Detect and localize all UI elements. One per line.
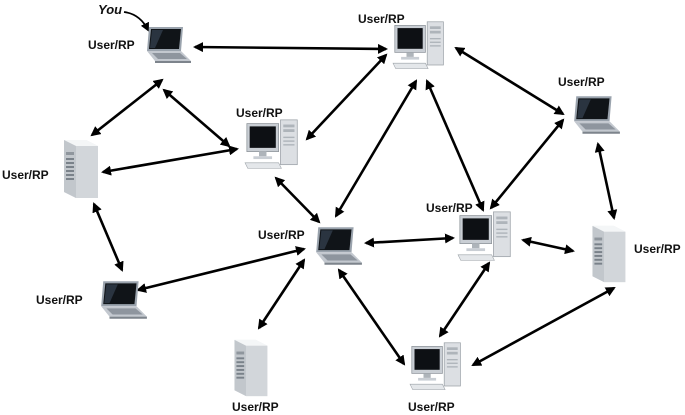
node-label: User/RP bbox=[36, 293, 83, 307]
link-n3-n8 bbox=[594, 142, 618, 220]
network-node-n10 bbox=[226, 338, 272, 398]
link-n2-n7 bbox=[425, 79, 485, 212]
link-n4-n9 bbox=[92, 202, 124, 272]
network-node-n3 bbox=[570, 94, 622, 136]
desktop-computer-icon bbox=[244, 119, 298, 169]
laptop-icon bbox=[316, 227, 362, 265]
node-label: User/RP bbox=[426, 201, 473, 215]
network-node-n1 bbox=[143, 24, 193, 66]
link-n1-n2 bbox=[193, 42, 388, 54]
link-n1-n4 bbox=[90, 78, 164, 137]
network-node-n9 bbox=[97, 278, 149, 322]
link-n4-n5 bbox=[101, 145, 239, 176]
node-label: User/RP bbox=[232, 400, 279, 414]
link-n5-n6 bbox=[274, 176, 321, 224]
link-n6-n11 bbox=[337, 268, 406, 366]
node-label: User/RP bbox=[2, 168, 49, 182]
server-tower-icon bbox=[592, 225, 626, 283]
node-label: User/RP bbox=[236, 106, 283, 120]
laptop-icon bbox=[101, 281, 147, 319]
link-n8-n11 bbox=[521, 236, 575, 255]
you-pointer-arrow bbox=[123, 11, 149, 32]
link-n1-n5 bbox=[162, 88, 231, 148]
link-n6-n7 bbox=[364, 233, 455, 248]
link-n7-n11 bbox=[438, 261, 491, 338]
link-n7-n8 bbox=[489, 118, 565, 210]
network-node-n4 bbox=[56, 138, 102, 200]
laptop-icon bbox=[574, 96, 620, 134]
server-tower-icon bbox=[234, 339, 268, 397]
link-n6-n9 bbox=[136, 246, 306, 293]
link-n6-n10 bbox=[257, 258, 306, 330]
link-n2-n5 bbox=[305, 53, 388, 141]
node-label: User/RP bbox=[358, 12, 405, 26]
link-n10-n11 bbox=[471, 286, 616, 367]
laptop-icon bbox=[147, 27, 191, 63]
desktop-computer-icon bbox=[392, 21, 444, 70]
network-node-n8 bbox=[584, 224, 630, 284]
node-label: User/RP bbox=[88, 38, 135, 52]
you-label: You bbox=[98, 2, 123, 17]
network-node-n2 bbox=[389, 20, 451, 74]
link-n2-n6 bbox=[334, 79, 418, 218]
network-node-n6 bbox=[312, 224, 364, 268]
network-node-n7 bbox=[456, 210, 516, 266]
desktop-computer-icon bbox=[457, 211, 511, 261]
link-n2-n3 bbox=[454, 46, 565, 116]
node-label: User/RP bbox=[558, 75, 605, 89]
network-node-n11 bbox=[406, 341, 468, 395]
node-label: User/RP bbox=[634, 242, 681, 256]
network-node-n5 bbox=[243, 118, 303, 174]
node-label: User/RP bbox=[258, 228, 305, 242]
server-tower-icon bbox=[64, 140, 98, 198]
node-label: User/RP bbox=[408, 400, 455, 414]
desktop-computer-icon bbox=[409, 342, 461, 391]
